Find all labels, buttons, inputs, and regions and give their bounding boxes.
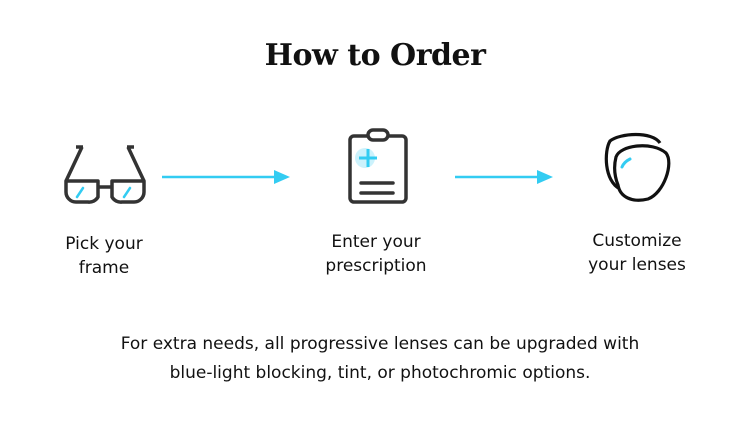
- step-label-line1: Enter your: [331, 232, 421, 252]
- step-label-line2: your lenses: [588, 255, 686, 275]
- step-customize-lenses: Customize your lenses: [537, 229, 737, 277]
- note-line1: For extra needs, all progressive lenses …: [120, 334, 640, 354]
- arrow-icon: [162, 170, 290, 184]
- step-label-line1: Customize: [592, 231, 682, 251]
- glasses-icon: [64, 145, 146, 204]
- step-pick-frame: Pick your frame: [4, 232, 204, 280]
- arrow-icon: [455, 170, 553, 184]
- page-title: How to Order: [264, 38, 486, 73]
- lenses-icon: [604, 132, 671, 202]
- step-label-line2: prescription: [325, 256, 427, 276]
- step-enter-prescription: Enter your prescription: [276, 230, 476, 278]
- upgrade-note: For extra needs, all progressive lenses …: [0, 330, 750, 388]
- step-label-line2: frame: [78, 258, 130, 278]
- step-label-line1: Pick your: [65, 234, 143, 254]
- clipboard-prescription-icon: [348, 128, 408, 204]
- note-line2: blue-light blocking, tint, or photochrom…: [169, 363, 591, 383]
